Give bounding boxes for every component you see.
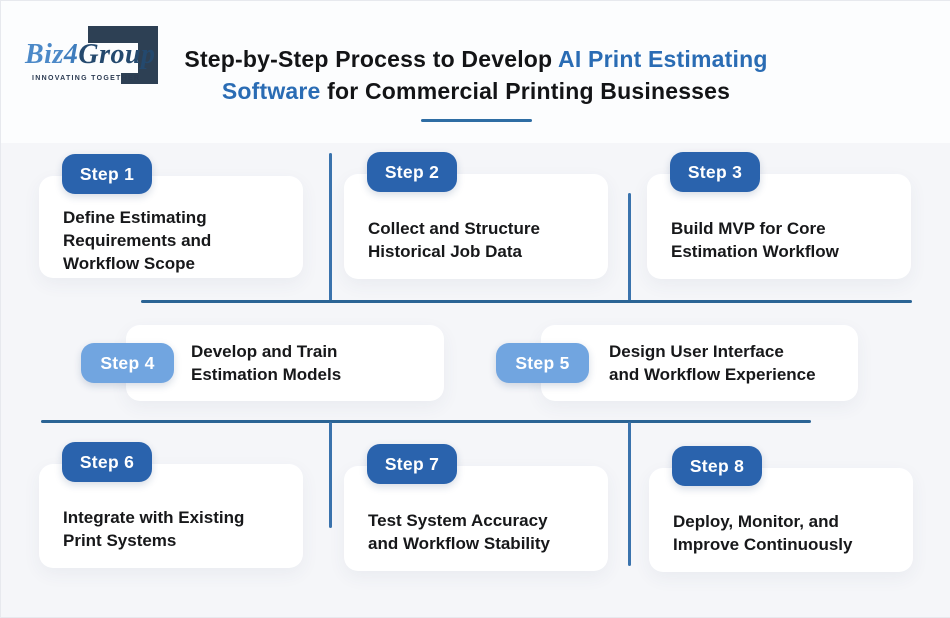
- connector-vline-step7-step8: [628, 422, 631, 566]
- connector-vline-step6-step7: [329, 422, 332, 528]
- biz4group-logo: Biz4Group INNOVATING TOGETHER: [25, 15, 185, 93]
- title-line-1-accent: AI Print Estimating: [558, 46, 768, 72]
- step-badge-4: Step 4: [81, 343, 174, 383]
- step-badge-6: Step 6: [62, 442, 152, 482]
- title-line-2-dark: for Commercial Printing Businesses: [320, 78, 731, 104]
- step-text-2: Collect and Structure Historical Job Dat…: [368, 218, 540, 261]
- step-text-4: Develop and Train Estimation Models: [191, 342, 342, 384]
- logo-tagline: INNOVATING TOGETHER: [32, 75, 141, 82]
- title-underline: [421, 119, 532, 122]
- step-card-5: Step 5 Design User Interface and Workflo…: [496, 325, 858, 401]
- logo-word-biz: Biz: [25, 39, 64, 70]
- connector-vline-step1-step2: [329, 153, 332, 301]
- step-badge-1: Step 1: [62, 154, 152, 194]
- step-badge-7: Step 7: [367, 444, 457, 484]
- connector-hline-row2: [41, 420, 811, 423]
- page-title: Step-by-Step Process to Develop AI Print…: [1, 43, 950, 107]
- title-line-2: Software for Commercial Printing Busines…: [1, 75, 950, 107]
- step-badge-3: Step 3: [670, 152, 760, 192]
- step-badge-8: Step 8: [672, 446, 762, 486]
- title-line-2-accent: Software: [221, 78, 321, 104]
- connector-vline-step2-step3: [628, 193, 631, 301]
- logo-word-group: Group: [78, 39, 156, 70]
- title-line-1-dark: Step-by-Step Process to Develop: [184, 46, 559, 72]
- step-text-1: Define Estimating Requirements and Workf…: [63, 207, 212, 273]
- step-card-6: Step 6 Integrate with Existing Print Sys…: [39, 442, 303, 568]
- connector-hline-row1: [141, 300, 912, 303]
- step-card-2: Step 2 Collect and Structure Historical …: [344, 152, 608, 279]
- step-badge-5: Step 5: [496, 343, 589, 383]
- step-card-3: Step 3 Build MVP for Core Estimation Wor…: [647, 152, 911, 279]
- step-text-7: Test System Accuracy and Workflow Stabil…: [368, 510, 550, 553]
- step-text-6: Integrate with Existing Print Systems: [63, 508, 245, 550]
- step-text-3: Build MVP for Core Estimation Workflow: [671, 218, 839, 261]
- step-card-7: Step 7 Test System Accuracy and Workflow…: [344, 444, 608, 571]
- step-card-1: Step 1 Define Estimating Requirements an…: [39, 154, 303, 278]
- logo-word-4: 4: [63, 39, 79, 70]
- logo-bracket-icon: [88, 26, 158, 84]
- title-line-1: Step-by-Step Process to Develop AI Print…: [1, 43, 950, 75]
- step-badge-2: Step 2: [367, 152, 457, 192]
- logo-wordmark: Biz4Group: [25, 39, 156, 71]
- step-card-8: Step 8 Deploy, Monitor, and Improve Cont…: [649, 446, 913, 572]
- step-text-5: Design User Interface and Workflow Exper…: [609, 342, 816, 384]
- step-card-4: Step 4 Develop and Train Estimation Mode…: [81, 325, 444, 401]
- step-text-8: Deploy, Monitor, and Improve Continuousl…: [673, 512, 853, 554]
